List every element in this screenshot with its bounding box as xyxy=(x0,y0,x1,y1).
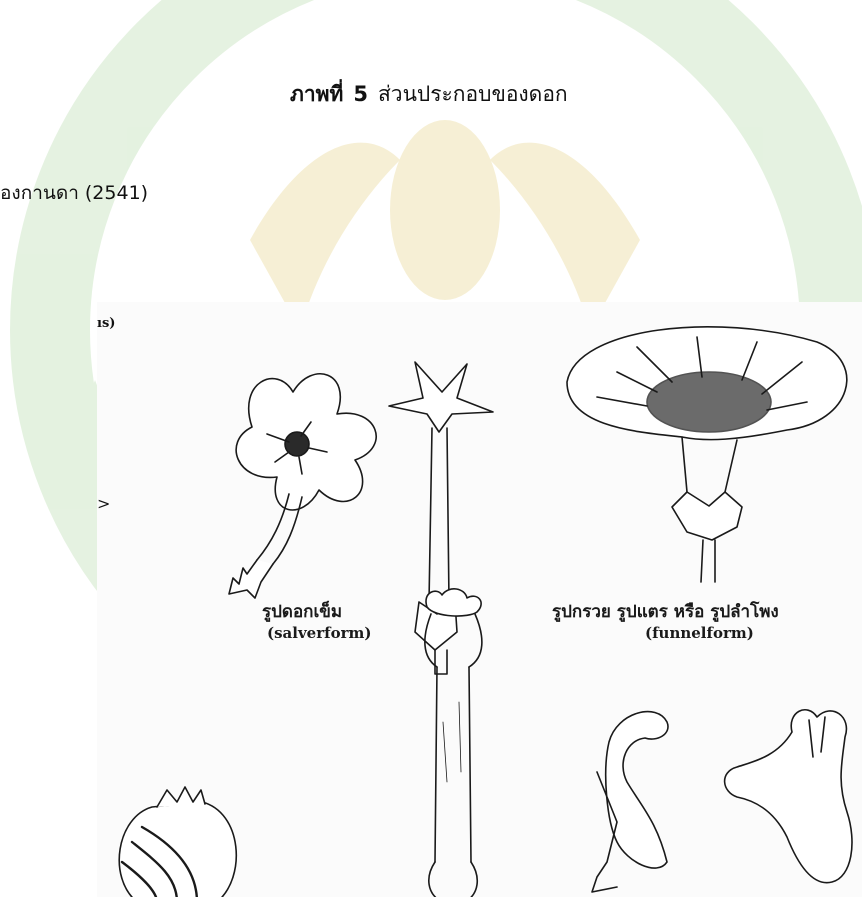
funnelform-english-label: (funnelform) xyxy=(645,624,754,642)
funnelform-flower-drawing xyxy=(567,327,847,582)
source-reference: องกานดา (2541) xyxy=(0,178,148,208)
salverform-thai-label: รูปดอกเข็ม xyxy=(262,598,342,625)
figure-caption: ภาพที่ 5 ส่วนประกอบของดอก xyxy=(290,78,568,111)
bilabiate-flower-drawing-right xyxy=(725,710,852,883)
funnelform-thai-label: รูปกรวย รูปแตร หรือ รูปลำโพง xyxy=(552,598,779,625)
bilabiate-flower-drawing-left xyxy=(592,712,668,892)
caption-label: ภาพที่ xyxy=(290,82,343,106)
cropped-text-fragment: ıs) xyxy=(97,316,115,331)
salverform-english-label: (salverform) xyxy=(267,624,371,642)
flower-shapes-figure: ıs) > รูปดอกเข็ม (salverform) รูปกรวย รู… xyxy=(97,302,862,897)
caption-number: 5 xyxy=(353,82,368,106)
caption-text: ส่วนประกอบของดอก xyxy=(378,82,568,106)
salverform-flower-front-drawing xyxy=(229,374,376,598)
urceolate-flower-drawing xyxy=(119,787,236,897)
salverform-flower-side-drawing xyxy=(389,362,493,674)
cropped-side-fragment: > xyxy=(97,494,110,513)
